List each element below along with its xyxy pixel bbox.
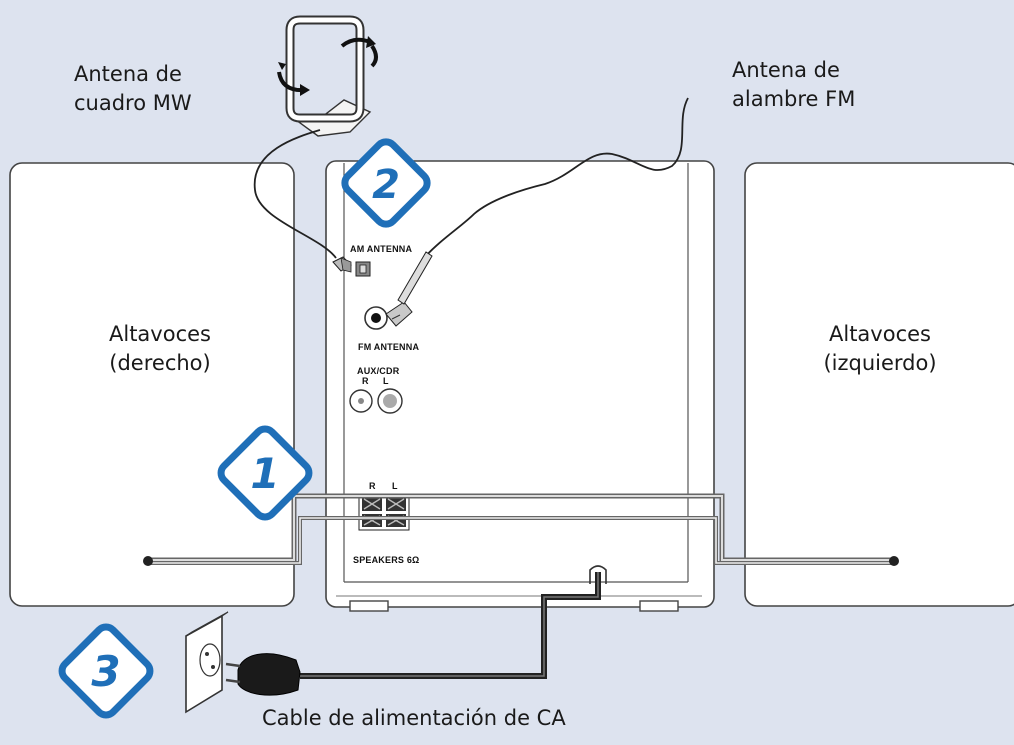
am-antenna-panel-label: AM ANTENNA [350, 244, 413, 254]
aux-r-label: R [362, 376, 369, 386]
speaker-terminals [358, 493, 410, 531]
speakers-panel-label: SPEAKERS 6Ω [353, 555, 420, 565]
aux-cdr-panel-label: AUX/CDR [357, 366, 400, 376]
speaker-r-label: R [369, 481, 376, 491]
step-1-number: 1 [250, 449, 279, 498]
fm-antenna-panel-label: FM ANTENNA [358, 342, 420, 352]
speaker-right-label-line2: (derecho) [109, 351, 211, 375]
am-antenna-terminal [332, 256, 371, 277]
wall-outlet [185, 611, 229, 714]
step-badge-1: 1 [217, 425, 313, 521]
foot-left [349, 600, 389, 612]
speaker-left-label-line2: (izquierdo) [823, 351, 937, 375]
mw-antenna-label-line1: Antena de [74, 62, 182, 86]
fm-wire-antenna [403, 97, 689, 303]
foot-right [639, 600, 679, 612]
speaker-right-box [9, 162, 295, 607]
step-badge-2: 2 [341, 138, 431, 228]
aux-l-label: L [383, 376, 389, 386]
speaker-left-label: Altavoces (izquierdo) [780, 320, 980, 378]
fm-antenna-socket [364, 301, 413, 330]
step-3-number: 3 [91, 647, 120, 696]
mw-loop-antenna-icon [277, 15, 378, 137]
speaker-left-box [744, 162, 1014, 607]
mw-antenna-label-line2: cuadro MW [74, 91, 192, 115]
speaker-wires [143, 493, 899, 566]
fm-antenna-label: Antena de alambre FM [732, 56, 855, 114]
step-2-number: 2 [372, 162, 400, 208]
speaker-left-label-line1: Altavoces [829, 322, 931, 346]
fm-antenna-label-line1: Antena de [732, 58, 840, 82]
aux-sockets [349, 388, 403, 414]
speaker-right-label-line1: Altavoces [109, 322, 211, 346]
fm-plug [397, 251, 433, 305]
mw-antenna-label: Antena de cuadro MW [74, 60, 192, 118]
speaker-right-label: Altavoces (derecho) [60, 320, 260, 378]
power-plug [225, 653, 301, 696]
ac-cable-label: Cable de alimentación de CA [262, 706, 566, 730]
step-badge-3: 3 [58, 623, 154, 719]
main-unit [325, 160, 715, 612]
mw-antenna-cable [254, 129, 337, 259]
fm-antenna-label-line2: alambre FM [732, 87, 856, 111]
speaker-l-label: L [392, 481, 398, 491]
power-cord [300, 565, 607, 679]
